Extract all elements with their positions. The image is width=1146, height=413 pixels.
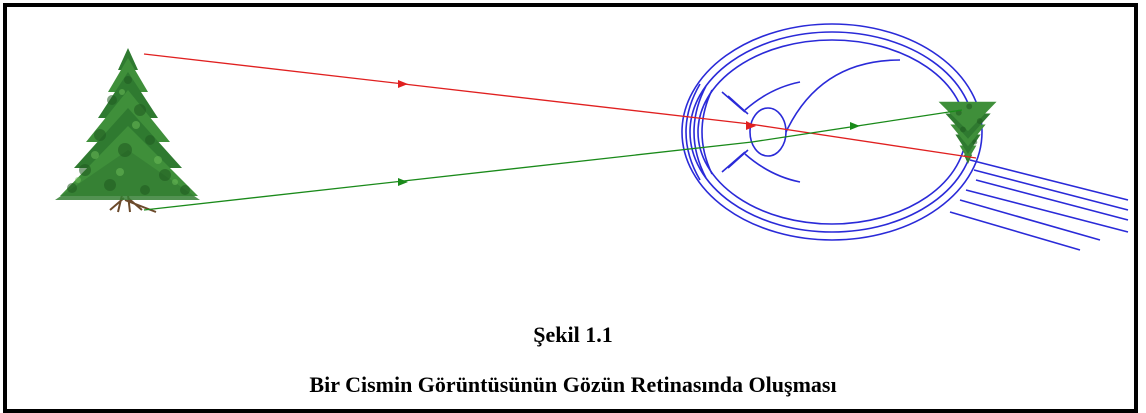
eye-diagram bbox=[55, 23, 1129, 251]
figure-title: Bir Cismin Görüntüsünün Gözün Retinasınd… bbox=[309, 372, 837, 397]
pine-tree-icon bbox=[55, 48, 200, 213]
lower-light-ray bbox=[143, 109, 963, 211]
eye-cross-section-icon bbox=[681, 23, 1129, 251]
figure-number: Şekil 1.1 bbox=[533, 322, 613, 347]
upper-light-ray bbox=[143, 53, 977, 159]
figure-frame bbox=[3, 3, 1138, 413]
inverted-pine-tree-icon bbox=[938, 101, 997, 164]
